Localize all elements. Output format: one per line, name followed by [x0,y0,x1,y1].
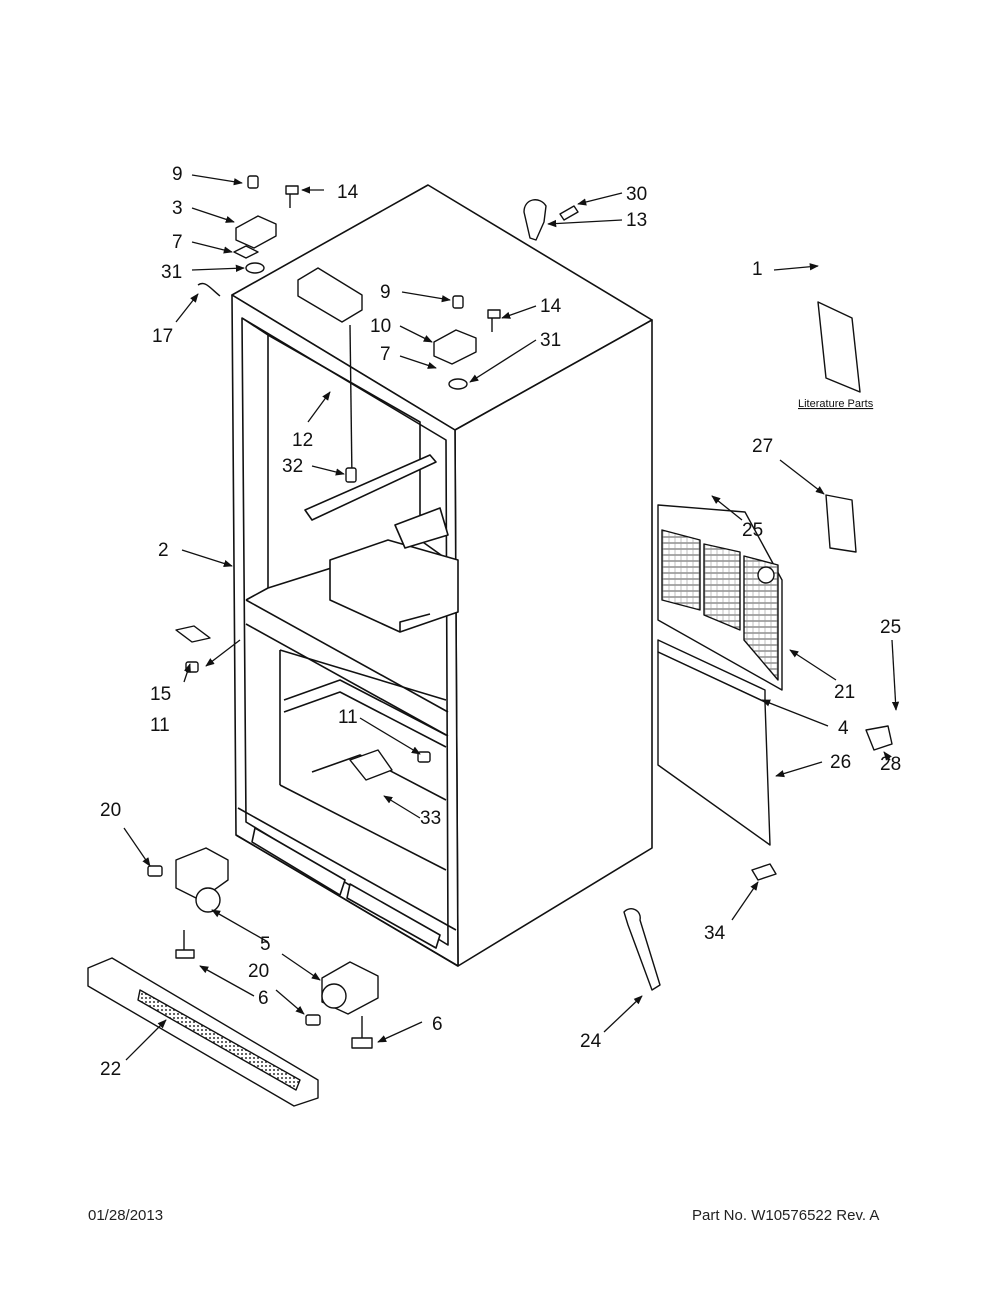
rear-cover-26 [657,651,771,846]
footer-part-info: Part No. W10576522 Rev. A [692,1207,879,1224]
callout: 30 [626,184,647,205]
callout: 12 [292,430,313,451]
callout: 4 [838,718,849,739]
callout: 32 [282,456,303,477]
callout: 7 [172,232,183,253]
callout: 31 [540,330,561,351]
callout: 15 [150,684,171,705]
callout: 7 [380,344,391,365]
callout: 26 [830,752,851,773]
leveling-leg-right [351,1016,373,1049]
footer-date: 01/28/2013 [88,1207,164,1224]
callout: 11 [338,707,358,728]
screw-20-right [305,1014,321,1026]
callout: 14 [540,296,562,317]
callout: 11 [150,715,170,736]
parts-drawings [87,175,893,1107]
leader-lines [123,174,900,1061]
callout: 6 [258,988,269,1009]
bracket-12 [297,267,363,323]
screw-14-right [487,309,501,332]
callout: 9 [172,164,183,185]
callout: 6 [432,1014,443,1035]
callout: 27 [752,436,773,457]
callout: 10 [370,316,391,337]
washer-31-right [448,378,468,390]
callout: 3 [172,198,183,219]
callout: 24 [580,1031,602,1052]
callout: 9 [380,282,391,303]
screw-14-top [285,185,299,208]
bracket-33 [349,749,393,781]
callout: 2 [158,540,169,561]
refrigerator-cabinet [231,184,653,967]
wire-17 [197,282,221,297]
callout: 5 [260,934,271,955]
leveling-leg-left [175,930,195,959]
callout: 14 [337,182,359,203]
callout: 1 [752,259,763,280]
screw-20-left [147,865,163,877]
screw-9-right [452,295,464,309]
callout: 28 [880,754,901,775]
literature-booklet [817,301,861,393]
callout: 34 [704,923,726,944]
hinge-cover-13 [523,199,547,241]
screw-9-top [247,175,259,189]
wrench-24 [623,908,661,991]
bracket-15 [175,625,211,643]
callout: 17 [152,326,173,347]
callout: 22 [100,1059,121,1080]
callout: 25 [742,520,763,541]
callout: 25 [880,617,901,638]
clip-34 [751,863,777,881]
clip-27 [825,494,857,553]
callout: 21 [834,682,855,703]
screw-30 [559,205,579,221]
part-number: W10576522 [751,1207,833,1224]
hinge-10 [433,329,477,365]
part-label: Part No. [692,1207,748,1224]
screw-32 [349,324,353,481]
revision: Rev. A [836,1207,880,1224]
callout-numbers: 9 14 3 7 31 17 30 13 9 14 10 7 31 1 12 3… [100,164,901,1080]
callout: 33 [420,808,441,829]
shim-7 [233,245,259,259]
literature-parts-label: Literature Parts [798,398,874,410]
washer-31 [245,262,265,274]
hinge-3 [235,215,277,249]
callout: 20 [248,961,269,982]
screw-11-center [417,751,431,763]
callout: 20 [100,800,121,821]
callout: 31 [161,262,182,283]
callout: 13 [626,210,647,231]
bracket-28 [865,725,893,751]
roller-assembly-left [175,847,229,901]
